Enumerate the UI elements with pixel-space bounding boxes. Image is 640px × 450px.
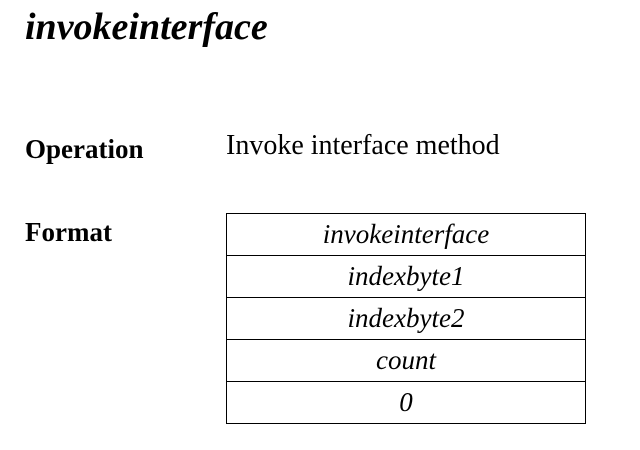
format-cell-indexbyte2: indexbyte2	[226, 297, 586, 340]
format-row: 0	[226, 381, 586, 424]
format-label: Format	[25, 217, 112, 247]
format-cell-indexbyte1: indexbyte1	[226, 255, 586, 298]
instruction-title: invokeinterface	[25, 6, 268, 48]
format-row: invokeinterface	[226, 213, 586, 256]
format-row: indexbyte1	[226, 255, 586, 298]
format-table: invokeinterface indexbyte1 indexbyte2 co…	[226, 213, 586, 424]
format-cell-opcode: invokeinterface	[226, 213, 586, 256]
format-cell-zero: 0	[226, 381, 586, 424]
format-row: indexbyte2	[226, 297, 586, 340]
operation-description: Invoke interface method	[226, 130, 500, 161]
format-cell-count: count	[226, 339, 586, 382]
operation-label: Operation	[25, 134, 144, 164]
format-row: count	[226, 339, 586, 382]
